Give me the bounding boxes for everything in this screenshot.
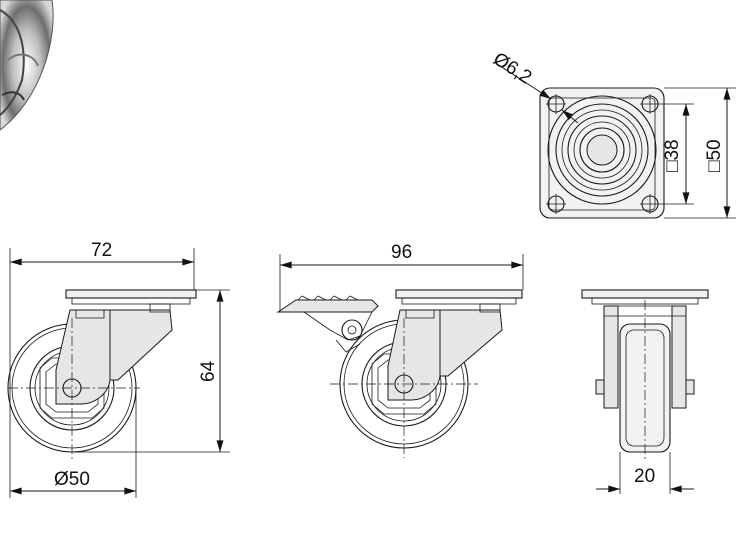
caster-brake-view xyxy=(276,254,524,458)
caster-side-view xyxy=(7,248,230,498)
height-label: 64 xyxy=(198,360,219,382)
chrome-wheel-photo xyxy=(0,0,54,131)
brake-width-label: 96 xyxy=(391,242,412,263)
caster-front-view xyxy=(581,289,709,494)
hole-diameter-label: Ø6,2 xyxy=(489,49,535,89)
side-width-label: 72 xyxy=(91,240,112,261)
mounting-holes xyxy=(546,94,660,214)
plate-size-label: □50 xyxy=(704,139,725,172)
wheel-diameter-label: Ø50 xyxy=(54,469,90,490)
hole-spacing-label: □38 xyxy=(662,139,683,172)
plate-top-view xyxy=(493,61,736,219)
wheel-width-label: 20 xyxy=(634,466,655,487)
